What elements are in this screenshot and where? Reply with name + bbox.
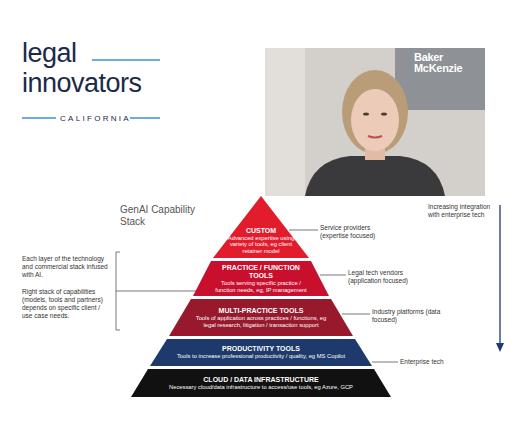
pyramid-layer: PRACTICE / FUNCTION TOOLSTools serving s… (193, 261, 329, 296)
side-note: Each layer of the technology and commerc… (22, 255, 112, 279)
leader-line (289, 230, 318, 231)
trend-arrow-line (499, 205, 500, 344)
layer-callout: Industry platforms (data focused) (372, 308, 442, 324)
layer-text-box: CUSTOMAdvanced expertise using variety o… (213, 196, 309, 258)
layer-description: Necessary cloud/data infrastructure to a… (169, 384, 353, 391)
layer-shape (131, 369, 391, 397)
trend-note: Increasing integration with enterprise t… (428, 203, 496, 219)
video-frame (265, 48, 485, 196)
mouth-shape (368, 136, 382, 138)
pyramid-layer: CUSTOMAdvanced expertise using variety o… (213, 196, 309, 258)
layer-fill (213, 196, 309, 258)
layer-text-box: PRACTICE / FUNCTION TOOLSTools serving s… (193, 261, 329, 296)
side-note: Right stack of capabilities (models, too… (22, 288, 112, 320)
layer-fill (131, 369, 391, 397)
layer-description: Tools of application across practices / … (193, 315, 329, 329)
logo-rule (130, 117, 160, 119)
video-background (395, 48, 485, 110)
face-shape (351, 89, 399, 151)
leader-line (342, 314, 370, 315)
eye-shape (381, 112, 387, 115)
pyramid-layer: MULTI-PRACTICE TOOLSTools of application… (169, 299, 353, 336)
layer-heading: CUSTOM (246, 227, 276, 235)
layer-heading: MULTI-PRACTICE TOOLS (219, 307, 304, 315)
layer-heading: PRACTICE / FUNCTION TOOLS (213, 264, 309, 280)
layer-description: Advanced expertise using variety of tool… (223, 235, 299, 255)
pyramid-layer: PRODUCTIVITY TOOLSTools to increase prof… (150, 339, 372, 366)
layer-heading: PRODUCTIVITY TOOLS (222, 345, 300, 353)
firm-logo: Baker McKenzie (414, 52, 476, 74)
layer-heading: CLOUD / DATA INFRASTRUCTURE (203, 376, 318, 384)
layer-fill (193, 261, 329, 296)
hair-shape (342, 70, 408, 154)
eye-shape (363, 112, 369, 115)
logo-rule (22, 117, 56, 119)
layer-callout: Service providers (expertise focused) (320, 224, 386, 240)
layer-fill (169, 299, 353, 336)
layer-text-box: PRODUCTIVITY TOOLSTools to increase prof… (150, 339, 372, 366)
layer-description: Tools to increase professional productiv… (177, 353, 345, 360)
shoulders-shape (305, 156, 445, 196)
video-background (265, 48, 305, 196)
layer-callout: Legal tech vendors (application focused) (348, 269, 426, 285)
logo-rule (92, 59, 160, 61)
pyramid-layer: CLOUD / DATA INFRASTRUCTURENecessary clo… (131, 369, 391, 397)
leader-line (372, 362, 398, 363)
layer-description: Tools serving specific practice / functi… (213, 280, 309, 294)
layer-text-box: CLOUD / DATA INFRASTRUCTURENecessary clo… (131, 369, 391, 397)
layer-text-box: MULTI-PRACTICE TOOLSTools of application… (169, 299, 353, 336)
diagram-title: GenAI Capability Stack (120, 204, 202, 228)
trend-arrow-head (496, 343, 504, 352)
logo-wordmark: legal innovators (22, 38, 167, 98)
leader-line (320, 275, 346, 276)
layer-shape (150, 339, 372, 366)
layer-fill (150, 339, 372, 366)
logo-subtitle: CALIFORNIA (60, 114, 140, 123)
layer-callout: Enterprise tech (400, 358, 470, 366)
leader-line (116, 291, 196, 292)
